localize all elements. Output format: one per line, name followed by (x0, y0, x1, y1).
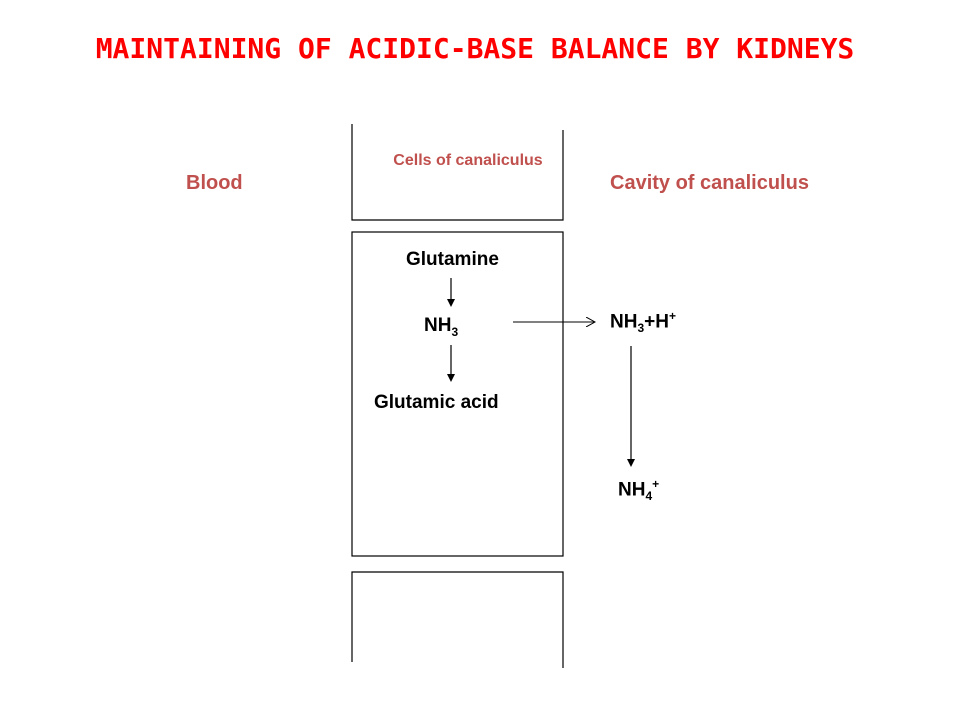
nh4-superscript: + (652, 477, 660, 491)
cell-membrane-middle (351, 231, 564, 557)
nh3-label: NH3 (424, 315, 458, 339)
nh3h-base: NH (610, 311, 638, 333)
nh3-base: NH (424, 315, 452, 336)
cell-membrane-bottom (351, 571, 564, 668)
nh3-plus-h-label: NH3+H+ (610, 309, 676, 335)
nh4-subscript: 4 (645, 489, 653, 504)
glutamine-label: Glutamine (406, 249, 499, 270)
nh3h-subscript: 3 (637, 321, 645, 336)
nh4-base: NH (618, 479, 646, 501)
glutamic-acid-label: Glutamic acid (374, 392, 499, 413)
nh3-subscript: 3 (451, 324, 459, 339)
nh3h-plus-h: +H (644, 311, 669, 333)
cavity-of-canaliculus-label: Cavity of canaliculus (610, 172, 809, 194)
cells-of-canaliculus-label: Cells of canaliculus (393, 152, 543, 169)
cell-membrane-top (351, 124, 564, 221)
nh4-plus-label: NH4+ (618, 477, 659, 503)
blood-label: Blood (186, 172, 243, 194)
slide-title: MAINTAINING OF ACIDIC-BASE BALANCE BY KI… (95, 32, 855, 65)
nh3h-superscript: + (668, 309, 676, 323)
